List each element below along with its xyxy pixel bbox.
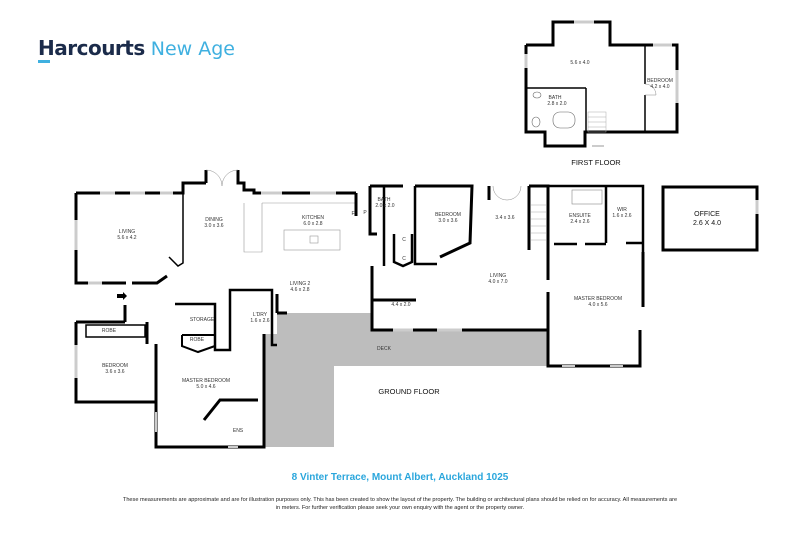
ff-room-size-3: 2.8 x 2.0 — [547, 101, 566, 107]
gf-room-4x4-size: 4.4 x 2.0 — [391, 302, 410, 308]
gf-bedroom-size: 3.0 x 3.6 — [438, 218, 457, 224]
ff-room-name-3: BATH — [549, 95, 562, 101]
gf-fridge-label: F — [351, 211, 354, 217]
gf-cupboard-2: C — [402, 256, 406, 262]
ff-room-size-1: 5.6 x 4.0 — [570, 60, 589, 66]
brand-logo: Harcourts New Age — [38, 36, 235, 60]
gf-master-l-name: MASTER BEDROOM — [182, 378, 230, 384]
gf-robe1-name: ROBE — [190, 337, 205, 343]
office-plan — [661, 185, 759, 252]
gf-bedroom-name: BEDROOM — [435, 212, 461, 218]
gf-living2-name: LIVING 2 — [290, 281, 311, 287]
gf-living-size: 5.6 x 4.2 — [117, 235, 136, 241]
gf-bath-name: BATH — [378, 197, 391, 203]
gf-master-r-size: 4.0 x 5.6 — [588, 302, 607, 308]
gf-master-r-name: MASTER BEDROOM — [574, 296, 622, 302]
gf-wir-size: 1.6 x 2.6 — [612, 213, 631, 219]
gf-kitchen-name: KITCHEN — [302, 215, 324, 221]
first-floor-plan — [524, 20, 679, 148]
disclaimer-text: These measurements are approximate and a… — [122, 497, 678, 511]
gf-living-name: LIVING — [119, 229, 136, 235]
ground-floor-plan — [74, 169, 645, 449]
gf-wir-name: WIR — [617, 207, 627, 213]
gf-ensuite-size: 2.4 x 2.6 — [570, 219, 589, 225]
gf-laundry-size: 1.6 x 2.6 — [250, 318, 269, 324]
brand-underline — [38, 60, 50, 63]
gf-robe2-name: ROBE — [102, 328, 117, 334]
gf-bedroom-l-size: 3.6 x 3.6 — [105, 369, 124, 375]
property-address: 8 Vinter Terrace, Mount Albert, Auckland… — [291, 472, 509, 483]
gf-bedroom-l-name: BEDROOM — [102, 363, 128, 369]
gf-dining-size: 3.0 x 3.6 — [204, 223, 223, 229]
gf-ens-name: ENS — [233, 428, 244, 434]
gf-room-3x4-size: 3.4 x 3.6 — [495, 215, 514, 221]
ground-floor-title: GROUND FLOOR — [378, 387, 440, 396]
gf-living-main-size: 4.0 x 7.0 — [488, 279, 507, 285]
office-size: 2.6 X 4.0 — [693, 220, 721, 227]
brand-sub: New Age — [150, 38, 235, 60]
gf-kitchen-size: 6.0 x 2.8 — [303, 221, 322, 227]
gf-master-l-size: 5.0 x 4.6 — [196, 384, 215, 390]
gf-ensuite-name: ENSUITE — [569, 213, 591, 219]
gf-deck-name: DECK — [377, 346, 392, 352]
ff-room-name-2: BEDROOM — [647, 78, 673, 84]
deck-area — [264, 313, 548, 447]
gf-dining-name: DINING — [205, 217, 223, 223]
ff-room-size-2: 4.2 x 4.0 — [650, 84, 669, 90]
gf-cupboard-1: C — [402, 237, 406, 243]
office-name: OFFICE — [694, 211, 720, 218]
gf-living-main-name: LIVING — [490, 273, 507, 279]
gf-living2-size: 4.6 x 2.8 — [290, 287, 309, 293]
gf-storage-name: STORAGE — [190, 317, 215, 323]
gf-bath-size: 2.0 x 2.0 — [375, 203, 394, 209]
first-floor-title: FIRST FLOOR — [571, 158, 621, 167]
gf-pantry-label: P — [363, 210, 367, 216]
gf-laundry-name: L'DRY — [253, 312, 268, 318]
brand-name: Harcourts — [38, 36, 145, 60]
